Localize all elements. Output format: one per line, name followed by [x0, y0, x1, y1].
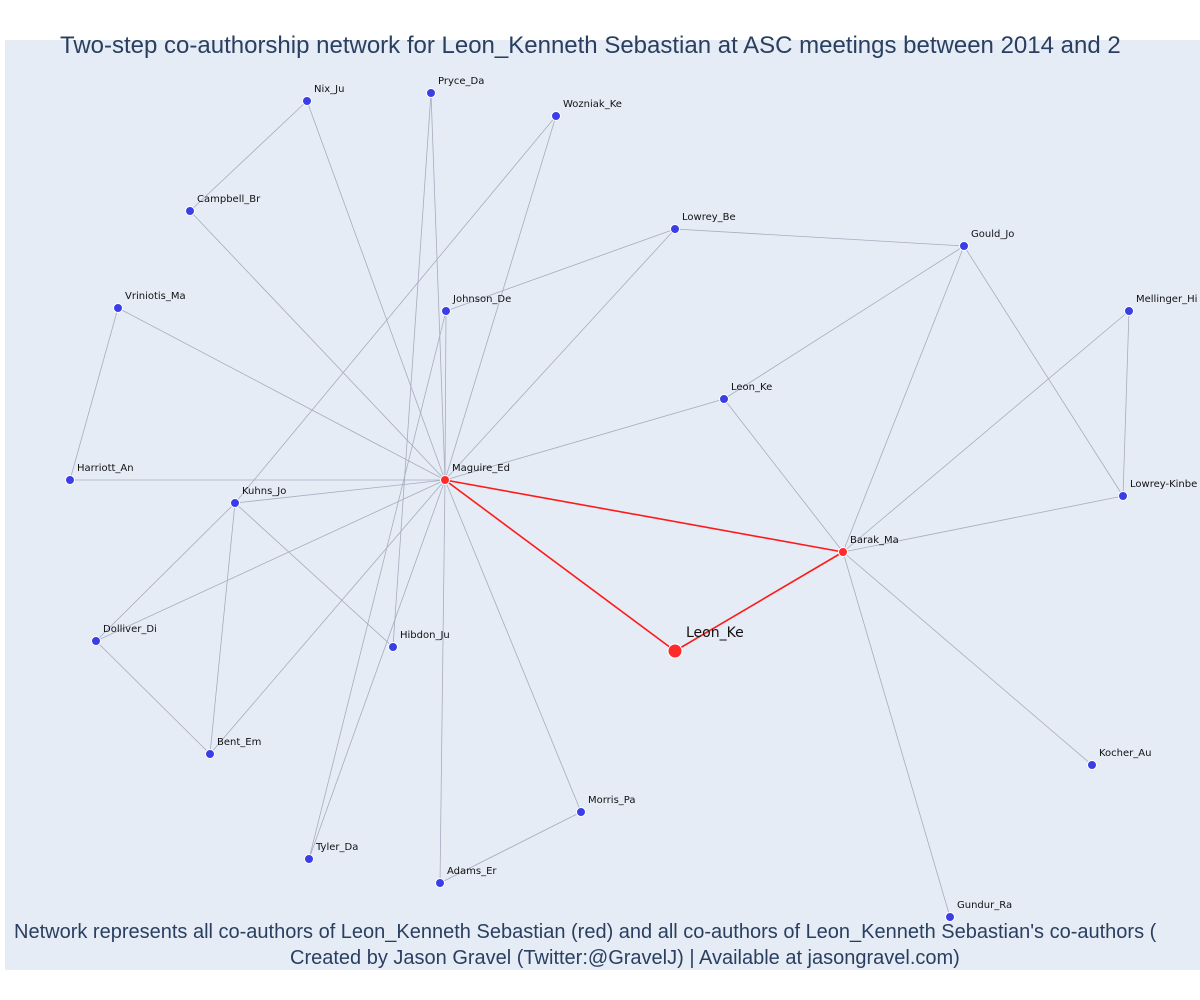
node-label-Campbell_Br: Campbell_Br	[197, 194, 261, 205]
network-edge-Maguire_Ed-Morris_Pa	[444, 479, 582, 813]
network-edge-Maguire_Ed-Adams_Er	[439, 479, 446, 884]
node-label-Lowrey-Kinberg: Lowrey-Kinbe	[1130, 479, 1197, 490]
network-node-Adams_Er[interactable]	[435, 878, 445, 888]
network-node-Morris_Pa[interactable]	[576, 807, 586, 817]
network-node-Nix_Ju[interactable]	[302, 96, 312, 106]
node-label-Pryce_Da: Pryce_Da	[438, 76, 484, 87]
node-label-Dolliver_Di: Dolliver_Di	[103, 624, 157, 635]
network-edge-Vriniotis_Ma-Harriott_An	[69, 307, 119, 481]
network-edge-Leon_Ke_2-Barak_Ma	[723, 398, 844, 553]
node-label-Wozniak_Ke: Wozniak_Ke	[563, 99, 622, 110]
node-label-Vriniotis_Ma: Vriniotis_Ma	[125, 291, 186, 302]
node-label-Lowrey_Be: Lowrey_Be	[682, 212, 736, 223]
network-edge-Maguire_Ed-Nix_Ju	[306, 100, 446, 481]
network-edge-Barak_Ma-Gundur_Ra	[842, 551, 951, 918]
network-node-Johnson_De[interactable]	[441, 306, 451, 316]
network-edge-Gould_Jo-Leon_Ke_2	[723, 245, 965, 400]
network-edge-Maguire_Ed-Tyler_Da	[308, 479, 446, 860]
network-edge-Lowrey_Be-Gould_Jo	[674, 228, 965, 247]
network-edge-Wozniak_Ke-Kuhns_Jo	[234, 115, 557, 504]
node-label-Tyler_Da: Tyler_Da	[315, 842, 358, 853]
network-edge-Barak_Ma-Kocher_Au	[842, 551, 1093, 766]
node-label-Kocher_Au: Kocher_Au	[1099, 748, 1151, 759]
network-edge-Maguire_Ed-Kuhns_Jo	[234, 479, 446, 504]
network-node-Gould_Jo[interactable]	[959, 241, 969, 251]
network-edge-Gould_Jo-Lowrey-Kinberg	[963, 245, 1124, 497]
network-edges	[69, 92, 1130, 918]
node-label-Johnson_De: Johnson_De	[452, 294, 511, 305]
node-label-Adams_Er: Adams_Er	[447, 866, 497, 877]
network-edge-Maguire_Ed-Barak_Ma	[444, 479, 844, 553]
figure-caption-line-2: Created by Jason Gravel (Twitter:@Gravel…	[290, 947, 960, 969]
network-edge-Maguire_Ed-Vriniotis_Ma	[117, 307, 446, 481]
network-edge-Maguire_Ed-Lowrey_Be	[444, 228, 676, 481]
node-label-Barak_Ma: Barak_Ma	[850, 535, 899, 546]
network-nodes	[65, 88, 1134, 922]
plot-background	[5, 40, 1200, 970]
network-node-Lowrey_Be[interactable]	[670, 224, 680, 234]
network-edge-Maguire_Ed-Dolliver_Di	[95, 479, 446, 642]
network-edge-Maguire_Ed-Johnson_De	[444, 310, 447, 481]
figure-caption-line-1: Network represents all co-authors of Leo…	[14, 921, 1157, 943]
figure-title: Two-step co-authorship network for Leon_…	[60, 32, 1121, 59]
network-node-Vriniotis_Ma[interactable]	[113, 303, 123, 313]
network-node-Campbell_Br[interactable]	[185, 206, 195, 216]
network-edge-Maguire_Ed-Wozniak_Ke	[444, 115, 557, 481]
network-edge-Maguire_Ed-Bent_Em	[209, 479, 446, 755]
network-node-Gundur_Ra[interactable]	[945, 912, 955, 922]
network-node-Hibdon_Ju[interactable]	[388, 642, 398, 652]
network-node-Mellinger_Hi[interactable]	[1124, 306, 1134, 316]
network-edge-Kuhns_Jo-Hibdon_Ju	[234, 502, 394, 648]
network-edge-Mellinger_Hi-Barak_Ma	[842, 310, 1130, 553]
network-node-Kuhns_Jo[interactable]	[230, 498, 240, 508]
network-node-Maguire_Ed[interactable]	[440, 475, 450, 485]
node-label-Nix_Ju: Nix_Ju	[314, 84, 344, 95]
network-edge-Mellinger_Hi-Lowrey-Kinberg	[1122, 310, 1130, 497]
network-edge-Dolliver_Di-Bent_Em	[95, 640, 211, 755]
network-edge-Pryce_Da-Hibdon_Ju	[392, 92, 432, 648]
network-edge-Johnson_De-Tyler_Da	[308, 310, 447, 860]
network-node-labels: Nix_Ju Pryce_DaWozniak_KeCampbell_BrLowre…	[77, 76, 1197, 911]
network-node-Wozniak_Ke[interactable]	[551, 111, 561, 121]
network-node-Dolliver_Di[interactable]	[91, 636, 101, 646]
network-node-Barak_Ma[interactable]	[838, 547, 848, 557]
node-label-Kuhns_Jo: Kuhns_Jo	[242, 486, 286, 497]
network-edge-Leon_Ke-Barak_Ma	[674, 551, 844, 652]
network-node-Bent_Em[interactable]	[205, 749, 215, 759]
network-edge-Lowrey_Be-Johnson_De	[445, 228, 676, 312]
node-label-Leon_Ke_2: Leon_Ke	[731, 382, 772, 393]
network-node-Harriott_An[interactable]	[65, 475, 75, 485]
network-edge-Lowrey-Kinberg-Barak_Ma	[842, 495, 1124, 553]
node-label-Maguire_Ed: Maguire_Ed	[452, 463, 510, 474]
node-label-Bent_Em: Bent_Em	[217, 737, 261, 748]
network-node-Tyler_Da[interactable]	[304, 854, 314, 864]
node-label-Morris_Pa: Morris_Pa	[588, 795, 636, 806]
network-edge-Maguire_Ed-Campbell_Br	[189, 210, 446, 481]
network-edge-Maguire_Ed-Pryce_Da	[430, 92, 446, 481]
node-label-Hibdon_Ju: Hibdon_Ju	[400, 630, 450, 641]
network-node-Lowrey-Kinberg[interactable]	[1118, 491, 1128, 501]
network-edge-Leon_Ke-Maguire_Ed	[444, 479, 676, 652]
network-edge-Nix_Ju-Campbell_Br	[189, 100, 308, 212]
network-node-Leon_Ke[interactable]	[667, 643, 683, 659]
network-node-Kocher_Au[interactable]	[1087, 760, 1097, 770]
network-edge-Kuhns_Jo-Dolliver_Di	[95, 502, 236, 642]
network-node-Leon_Ke_2[interactable]	[719, 394, 729, 404]
network-edge-Morris_Pa-Adams_Er	[439, 811, 582, 884]
node-label-Leon_Ke: Leon_Ke	[686, 625, 744, 641]
node-label-Harriott_An: Harriott_An	[77, 463, 134, 474]
node-label-Gould_Jo: Gould_Jo	[971, 229, 1014, 240]
node-label-Mellinger_Hi: Mellinger_Hi	[1136, 294, 1197, 305]
node-label-Gundur_Ra: Gundur_Ra	[957, 900, 1012, 911]
network-node-Pryce_Da[interactable]	[426, 88, 436, 98]
network-edge-Gould_Jo-Barak_Ma	[842, 245, 965, 553]
network-edge-Maguire_Ed-Leon_Ke_2	[444, 398, 725, 481]
network-edge-Kuhns_Jo-Bent_Em	[209, 502, 236, 755]
